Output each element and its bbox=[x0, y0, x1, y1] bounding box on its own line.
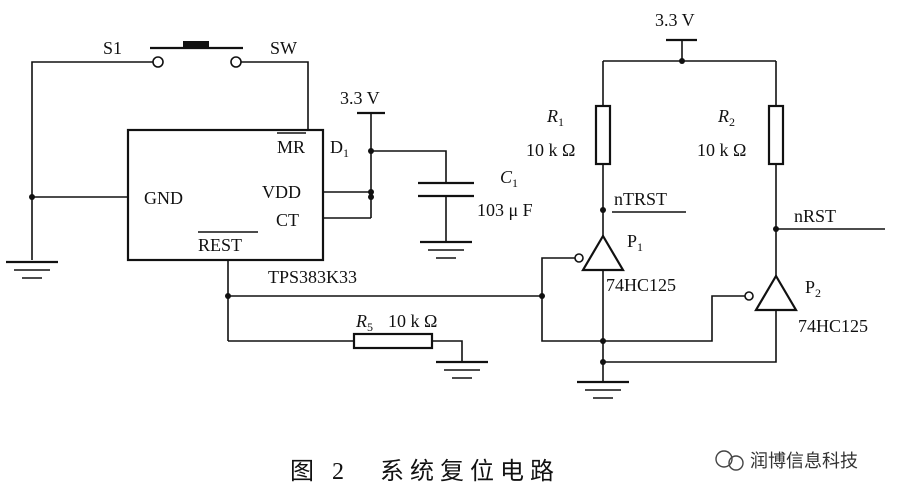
gnd-pin-label: GND bbox=[144, 188, 183, 208]
r1-value-label: 10 k Ω bbox=[526, 140, 575, 160]
chip-name-label: TPS383K33 bbox=[268, 267, 357, 287]
r5-value-label: 10 k Ω bbox=[388, 311, 437, 331]
ground-symbol-left bbox=[6, 260, 58, 279]
buf1-label: 74HC125 bbox=[606, 275, 676, 295]
resistor-r5 bbox=[352, 332, 434, 350]
capacitor-c1 bbox=[418, 181, 474, 198]
mr-pin-label: MR bbox=[277, 137, 305, 157]
resistor-r2 bbox=[767, 104, 785, 166]
tps383k33-chip bbox=[126, 128, 325, 262]
r5-label: R5 bbox=[355, 311, 373, 334]
r2-value-label: 10 k Ω bbox=[697, 140, 746, 160]
buffer-p2-74hc125 bbox=[744, 273, 798, 312]
r1-label: R1 bbox=[546, 106, 564, 129]
s1-label: S1 bbox=[103, 38, 122, 58]
r2-label: R2 bbox=[717, 106, 735, 129]
resistor-r1 bbox=[594, 104, 612, 166]
ground-symbol-right bbox=[577, 380, 629, 399]
watermark-text: 润博信息科技 bbox=[750, 451, 858, 472]
c1-value-label: 103 μ F bbox=[477, 200, 533, 220]
supply-3v3-top-label: 3.3 V bbox=[655, 10, 695, 30]
vdd-pin-label: VDD bbox=[262, 182, 301, 202]
nrst-label: nRST bbox=[794, 206, 836, 226]
buffer-p1-74hc125 bbox=[574, 233, 625, 272]
p2-label: P2 bbox=[805, 277, 821, 300]
wire-sw-to-mr bbox=[241, 61, 309, 130]
ground-symbol-c1 bbox=[420, 240, 472, 259]
wire-to-c1 bbox=[371, 150, 447, 183]
buf2-label: 74HC125 bbox=[798, 316, 868, 336]
ground-symbol-r5 bbox=[436, 360, 488, 379]
sw-label: SW bbox=[270, 38, 297, 58]
supply-3v3-mid-label: 3.3 V bbox=[340, 88, 380, 108]
wire-s1-to-ground bbox=[31, 61, 153, 260]
rest-pin-label: REST bbox=[198, 235, 242, 255]
p1-label: P1 bbox=[627, 231, 643, 254]
c1-label: C1 bbox=[500, 167, 518, 190]
d1-label: D1 bbox=[330, 137, 349, 160]
ct-pin-label: CT bbox=[276, 210, 299, 230]
ntrst-label: nTRST bbox=[614, 189, 667, 209]
wechat-watermark: 润博信息科技 bbox=[715, 450, 858, 472]
figure-caption: 图 2 系统复位电路 bbox=[290, 458, 560, 485]
push-switch-s1 bbox=[150, 41, 243, 68]
